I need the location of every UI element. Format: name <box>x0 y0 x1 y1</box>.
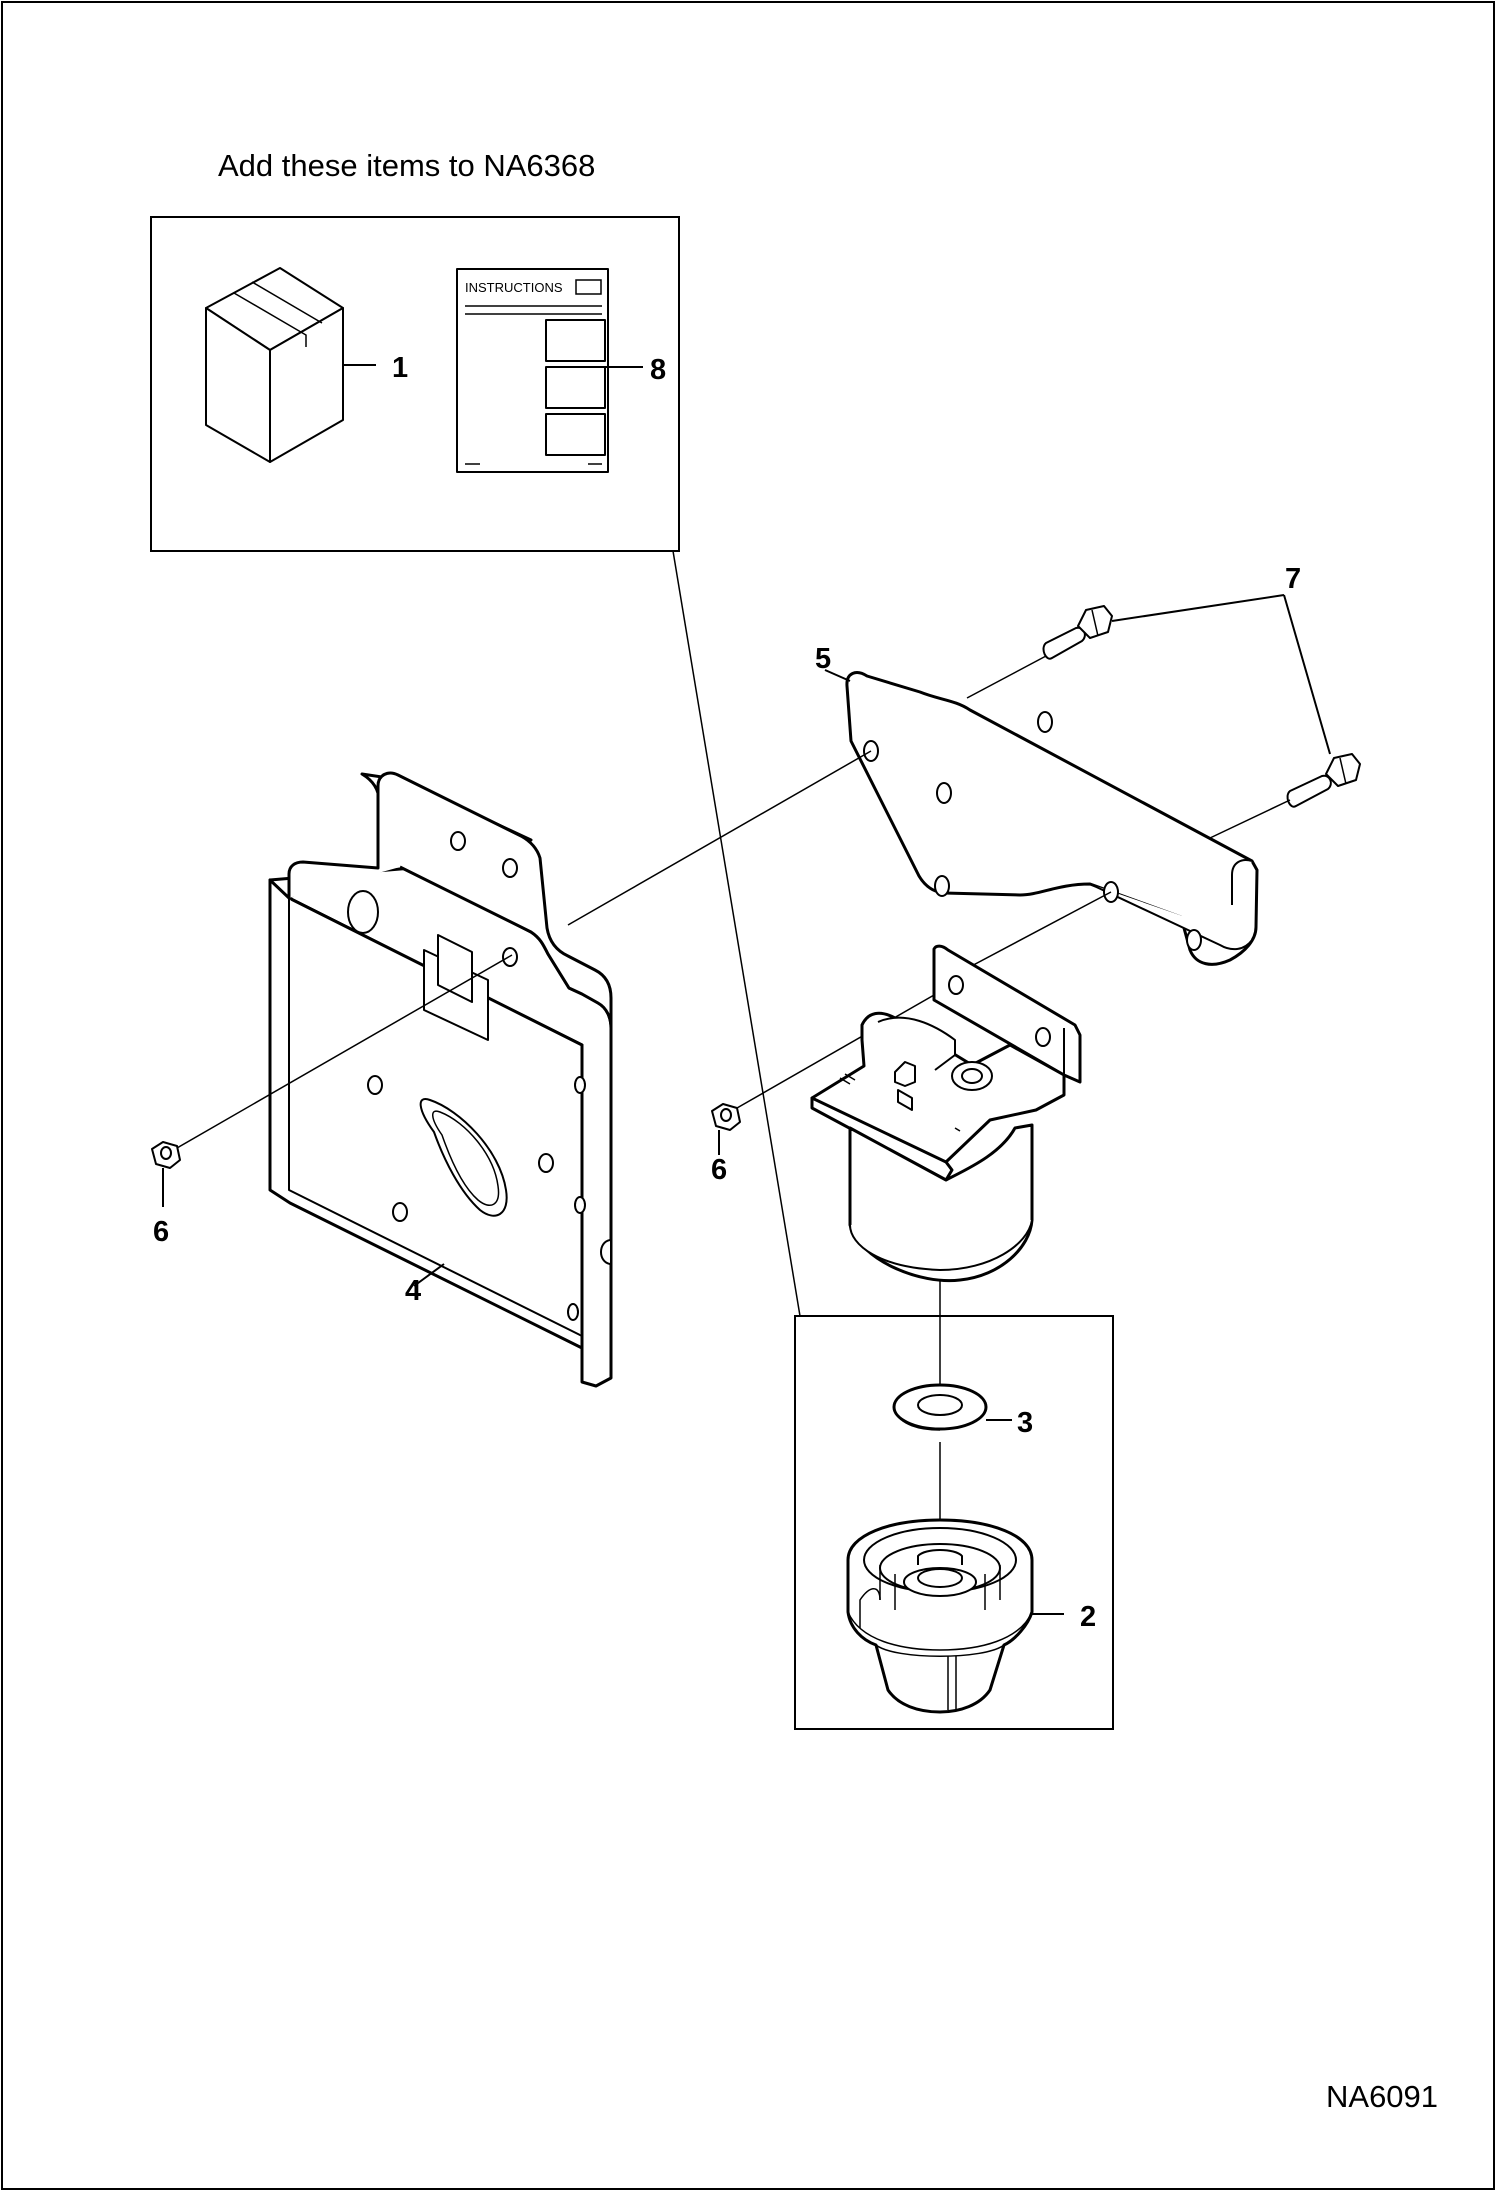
filter-kit-box <box>794 1315 1114 1730</box>
callout-6-left: 6 <box>153 1216 169 1248</box>
kit-items-box <box>150 216 680 552</box>
kit-heading: Add these items to NA6368 <box>218 148 596 183</box>
filter-element-part <box>846 1518 1064 1714</box>
callout-3: 3 <box>1017 1407 1033 1439</box>
mounting-plate-part <box>268 771 613 1388</box>
filter-head-part <box>810 944 1082 1385</box>
drawing-id: NA6091 <box>1326 2079 1439 2114</box>
bolt-upper-part <box>1042 605 1113 660</box>
callout-7: 7 <box>1285 563 1301 595</box>
nut-right-part <box>711 982 956 1155</box>
bracket-part <box>824 669 1259 966</box>
callout-8: 8 <box>650 354 666 386</box>
bolt-lower-part <box>1286 753 1361 808</box>
callout-2: 2 <box>1080 1601 1096 1633</box>
callout-1: 1 <box>392 352 408 384</box>
instruction-sheet-label: INSTRUCTIONS <box>465 280 563 295</box>
kit-leader-line <box>672 550 801 1317</box>
callout-7-leader-upper <box>1111 594 1285 622</box>
nut-left-part <box>151 954 513 1207</box>
package-box-part <box>205 267 376 463</box>
callout-6-right: 6 <box>711 1154 727 1186</box>
instruction-sheet-part: INSTRUCTIONS <box>456 268 643 473</box>
callout-4: 4 <box>405 1275 421 1307</box>
callout-5: 5 <box>815 643 831 675</box>
callout-7-leader-lower <box>1283 594 1331 755</box>
